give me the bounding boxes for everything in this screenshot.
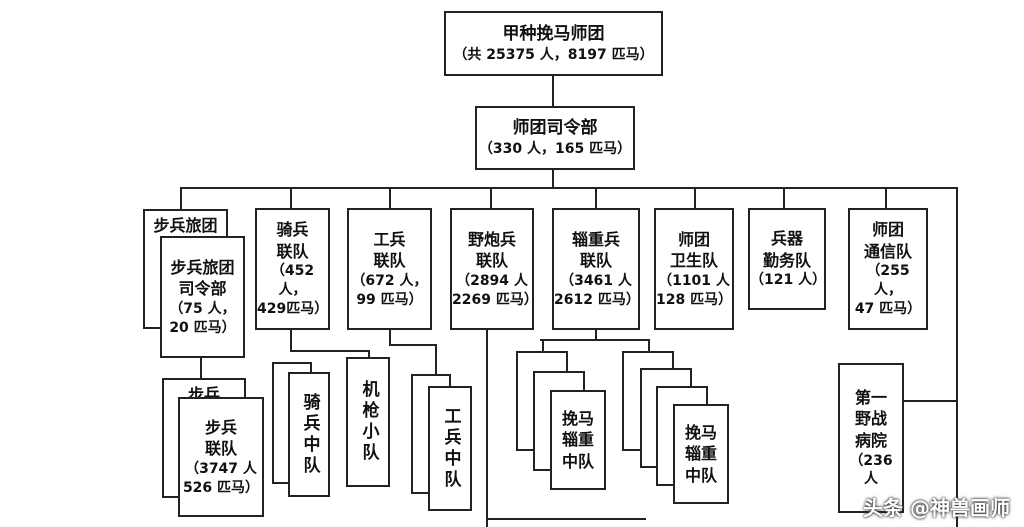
unit-l1: 师团 bbox=[677, 229, 710, 249]
unit-l3: （452 人， bbox=[270, 263, 315, 299]
infantry-l2: 联队 bbox=[204, 439, 237, 459]
infantry-l3: （3747 人 bbox=[185, 460, 257, 477]
brigade-hq-l1: 步兵旅团 bbox=[170, 257, 235, 277]
transport-l1: 挽马 bbox=[561, 408, 594, 428]
unit-l2: 勤务队 bbox=[762, 250, 811, 270]
transport-company-box-2: 挽马 辎重 中队 bbox=[673, 404, 729, 504]
connector bbox=[389, 330, 391, 345]
unit-ordnance: 兵器 勤务队 （121 人） bbox=[748, 208, 826, 310]
unit-l4: 2612 匹马） bbox=[554, 291, 640, 308]
unit-l4: 128 匹马） bbox=[656, 291, 733, 308]
connector bbox=[903, 400, 957, 402]
unit-l2: 联队 bbox=[276, 241, 309, 261]
unit-engineer: 工兵 联队 （672 人， 99 匹马） bbox=[347, 208, 432, 330]
infantry-regiment-box: 步兵 联队 （3747 人 526 匹马） bbox=[178, 397, 264, 517]
unit-l4: 99 匹马） bbox=[356, 291, 423, 308]
unit-l1: 骑兵 bbox=[276, 220, 309, 240]
unit-l1: 工兵 bbox=[373, 229, 406, 249]
division-sub: （共 25375 人，8197 匹马） bbox=[453, 46, 654, 63]
unit-cavalry: 骑兵 联队 （452 人， 429匹马） bbox=[255, 208, 330, 330]
transport-l3: 中队 bbox=[684, 465, 717, 485]
unit-field-artillery: 野炮兵 联队 （2894 人 2269 匹马） bbox=[450, 208, 538, 330]
connector bbox=[783, 187, 785, 209]
transport-company-box: 挽马 辎重 中队 bbox=[550, 390, 606, 490]
unit-l2: 卫生队 bbox=[669, 251, 718, 271]
unit-l2: 联队 bbox=[475, 251, 508, 271]
unit-l2: 联队 bbox=[579, 251, 612, 271]
machine-gun-platoon-box: 机枪小队 bbox=[346, 357, 390, 487]
unit-l2: 联队 bbox=[373, 251, 406, 271]
connector bbox=[368, 350, 370, 362]
connector bbox=[290, 187, 292, 209]
transport-l2: 辎重 bbox=[684, 444, 717, 464]
unit-l2: 通信队 bbox=[863, 241, 912, 261]
unit-l1: 兵器 bbox=[770, 228, 803, 248]
connector bbox=[290, 330, 292, 350]
unit-medical: 师团 卫生队 （1101 人 128 匹马） bbox=[654, 208, 734, 330]
unit-label: 步兵旅团 bbox=[153, 216, 218, 235]
connector bbox=[885, 187, 887, 209]
unit-l3: （2894 人 bbox=[456, 272, 528, 289]
connector bbox=[389, 187, 391, 209]
engineer-company-label: 工兵中队 bbox=[440, 406, 461, 491]
division-title: 甲种挽马师团 bbox=[502, 23, 605, 44]
connector bbox=[595, 330, 597, 340]
connector bbox=[648, 339, 650, 351]
connector bbox=[552, 76, 554, 106]
connector bbox=[490, 187, 492, 209]
connector bbox=[200, 358, 202, 378]
unit-l4: 47 匹马） bbox=[854, 301, 922, 318]
hq-sub: （330 人，165 匹马） bbox=[478, 141, 632, 158]
unit-l3: （3461 人 bbox=[560, 272, 632, 289]
engineer-company-box: 工兵中队 bbox=[428, 386, 472, 511]
infantry-l1: 步兵 bbox=[204, 417, 237, 437]
cavalry-company-label: 骑兵中队 bbox=[299, 392, 320, 477]
hospital-l4: （236 人 bbox=[849, 452, 893, 488]
hq-title: 师团司令部 bbox=[512, 118, 598, 139]
unit-l3: （255 人， bbox=[866, 263, 910, 299]
transport-l3: 中队 bbox=[561, 451, 594, 471]
hq-box: 师团司令部 （330 人，165 匹马） bbox=[475, 106, 635, 170]
transport-l1: 挽马 bbox=[684, 422, 717, 442]
hospital-l3: 病院 bbox=[854, 430, 887, 450]
division-box: 甲种挽马师团 （共 25375 人，8197 匹马） bbox=[444, 11, 663, 76]
hospital-l1: 第一 bbox=[854, 387, 887, 407]
unit-signal: 师团 通信队 （255 人， 47 匹马） bbox=[848, 208, 928, 330]
connector bbox=[956, 187, 958, 527]
connector bbox=[486, 330, 488, 527]
connector bbox=[290, 350, 370, 352]
hospital-l2: 野战 bbox=[854, 409, 887, 429]
connector bbox=[595, 187, 597, 209]
connector bbox=[542, 339, 544, 351]
field-hospital-box: 第一 野战 病院 （236 人 bbox=[838, 363, 904, 513]
unit-l4: 429匹马） bbox=[257, 301, 329, 318]
cavalry-company-box: 骑兵中队 bbox=[288, 372, 330, 497]
unit-l3: （1101 人 bbox=[658, 272, 730, 289]
connector bbox=[552, 170, 554, 188]
unit-l3: （121 人） bbox=[750, 272, 827, 289]
unit-l4: 2269 匹马） bbox=[452, 291, 538, 308]
unit-l3: （672 人， bbox=[351, 272, 428, 289]
connector bbox=[180, 187, 182, 209]
infantry-l4: 526 匹马） bbox=[182, 479, 260, 496]
brigade-hq-box: 步兵旅团 司令部 （75 人， 20 匹马） bbox=[160, 236, 245, 358]
brigade-hq-l4: 20 匹马） bbox=[169, 319, 236, 336]
transport-l2: 辎重 bbox=[561, 430, 594, 450]
brigade-hq-l2: 司令部 bbox=[178, 279, 227, 299]
machine-gun-platoon-label: 机枪小队 bbox=[358, 380, 379, 464]
connector bbox=[435, 344, 437, 374]
connector bbox=[389, 344, 437, 346]
unit-l1: 师团 bbox=[871, 220, 904, 240]
connector bbox=[540, 339, 650, 341]
connector bbox=[694, 187, 696, 209]
watermark: 头条 @神兽画师 bbox=[863, 496, 1010, 520]
connector bbox=[486, 518, 646, 520]
unit-transport: 辎重兵 联队 （3461 人 2612 匹马） bbox=[552, 208, 640, 330]
brigade-hq-l3: （75 人， bbox=[169, 300, 236, 317]
unit-l1: 辎重兵 bbox=[571, 229, 620, 249]
connector bbox=[180, 187, 958, 189]
unit-l1: 野炮兵 bbox=[467, 229, 516, 249]
